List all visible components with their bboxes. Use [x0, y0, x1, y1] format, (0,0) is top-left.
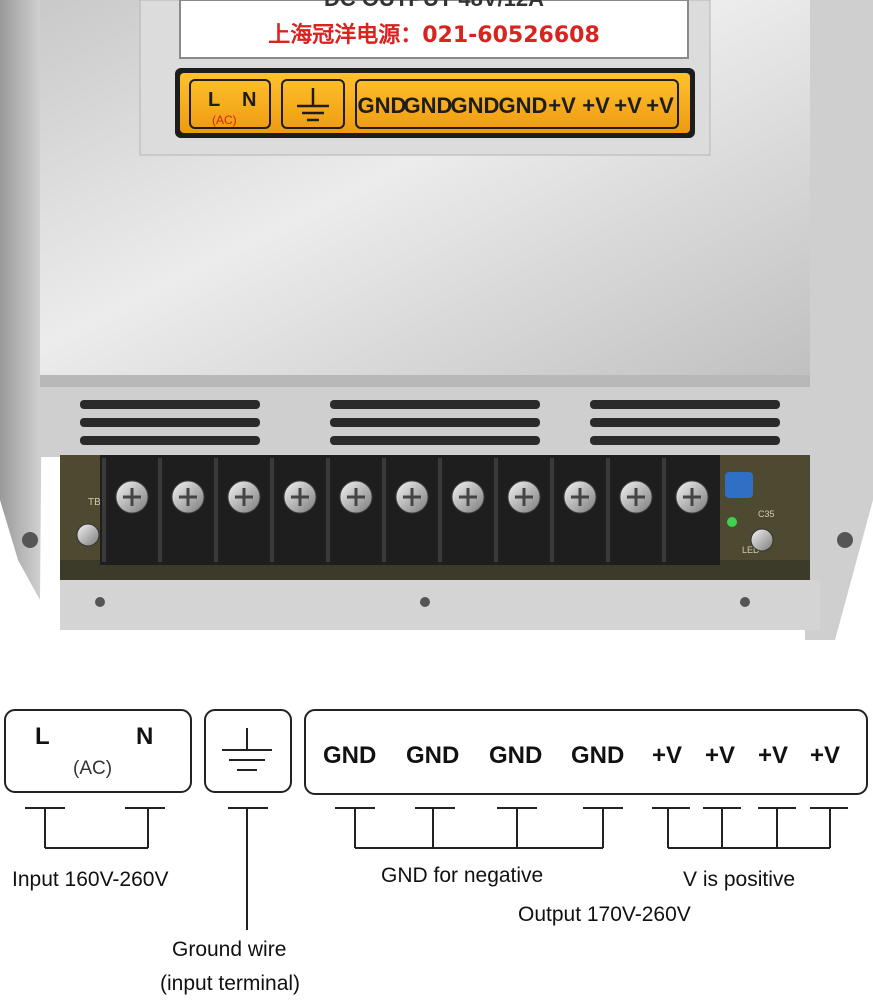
out-v-4: +V — [810, 742, 841, 769]
chassis-right-side — [800, 0, 873, 640]
out-gnd-2: GND — [406, 742, 460, 769]
input-caption: Input 160V-260V — [12, 868, 169, 891]
vent-group-middle — [330, 400, 540, 445]
label-gnd-3: GND — [451, 93, 500, 118]
terminal-divider — [494, 458, 498, 562]
terminal-divider — [270, 458, 274, 562]
label-v-3: +V — [614, 93, 642, 118]
input-N-label: N — [136, 723, 154, 750]
label-N: N — [242, 89, 256, 111]
ground-box — [204, 709, 292, 793]
output-caption: Output 170V-260V — [518, 903, 691, 926]
out-gnd-1: GND — [323, 742, 377, 769]
vent-group-left — [80, 400, 260, 445]
label-top-text: DC OUTPUT 48V/12A — [324, 0, 544, 11]
label-L: L — [208, 89, 220, 111]
input-box — [4, 709, 192, 793]
bottom-lip — [60, 580, 820, 630]
connector-lines — [25, 807, 848, 930]
label-company-line: 上海冠洋电源：021-60526608 — [268, 22, 600, 48]
power-supply-photo: DC OUTPUT 48V/12A 上海冠洋电源：021-60526608 L … — [0, 0, 873, 640]
terminal-divider — [382, 458, 386, 562]
label-gnd-1: GND — [358, 93, 407, 118]
input-ac-label: (AC) — [73, 758, 113, 779]
terminal-divider — [214, 458, 218, 562]
terminal-divider — [550, 458, 554, 562]
label-v-2: +V — [582, 93, 610, 118]
terminal-divider — [102, 458, 106, 562]
input-L-label: L — [35, 723, 50, 750]
chassis-left-side — [0, 0, 45, 600]
output-box — [304, 709, 868, 795]
out-gnd-3: GND — [489, 742, 543, 769]
v-caption: V is positive — [683, 868, 796, 891]
label-v-1: +V — [548, 93, 576, 118]
pcb-led-label: LED — [742, 545, 760, 555]
label-AC: (AC) — [212, 113, 237, 127]
ground-caption-line1: Ground wire — [172, 938, 287, 961]
terminal-divider — [606, 458, 610, 562]
pcb-mount-screw-left — [76, 523, 100, 547]
pcb-mount-screw-right — [750, 528, 774, 552]
potentiometer — [725, 472, 753, 498]
label-v-4: +V — [646, 93, 674, 118]
status-led — [727, 517, 737, 527]
ground-symbol-icon — [222, 728, 272, 771]
pcb-tb-label: TB — [88, 497, 101, 508]
gnd-caption: GND for negative — [381, 864, 544, 887]
label-ground-icon — [297, 88, 329, 122]
out-v-1: +V — [652, 742, 683, 769]
out-v-3: +V — [758, 742, 789, 769]
label-gnd-2: GND — [404, 93, 453, 118]
out-v-2: +V — [705, 742, 736, 769]
ground-caption-line2: (input terminal) — [160, 972, 301, 995]
terminal-divider — [438, 458, 442, 562]
vent-group-right — [590, 400, 780, 445]
product-label: DC OUTPUT 48V/12A 上海冠洋电源：021-60526608 L … — [139, 0, 711, 156]
terminal-screws — [102, 458, 709, 562]
out-gnd-4: GND — [571, 742, 625, 769]
terminal-divider — [326, 458, 330, 562]
wiring-diagram: L N (AC) GND GND GND GND +V +V +V +V Inp… — [0, 650, 873, 1000]
pcb-c35-label: C35 — [758, 509, 775, 519]
terminal-divider — [662, 458, 666, 562]
terminal-divider — [158, 458, 162, 562]
label-gnd-4: GND — [499, 93, 548, 118]
